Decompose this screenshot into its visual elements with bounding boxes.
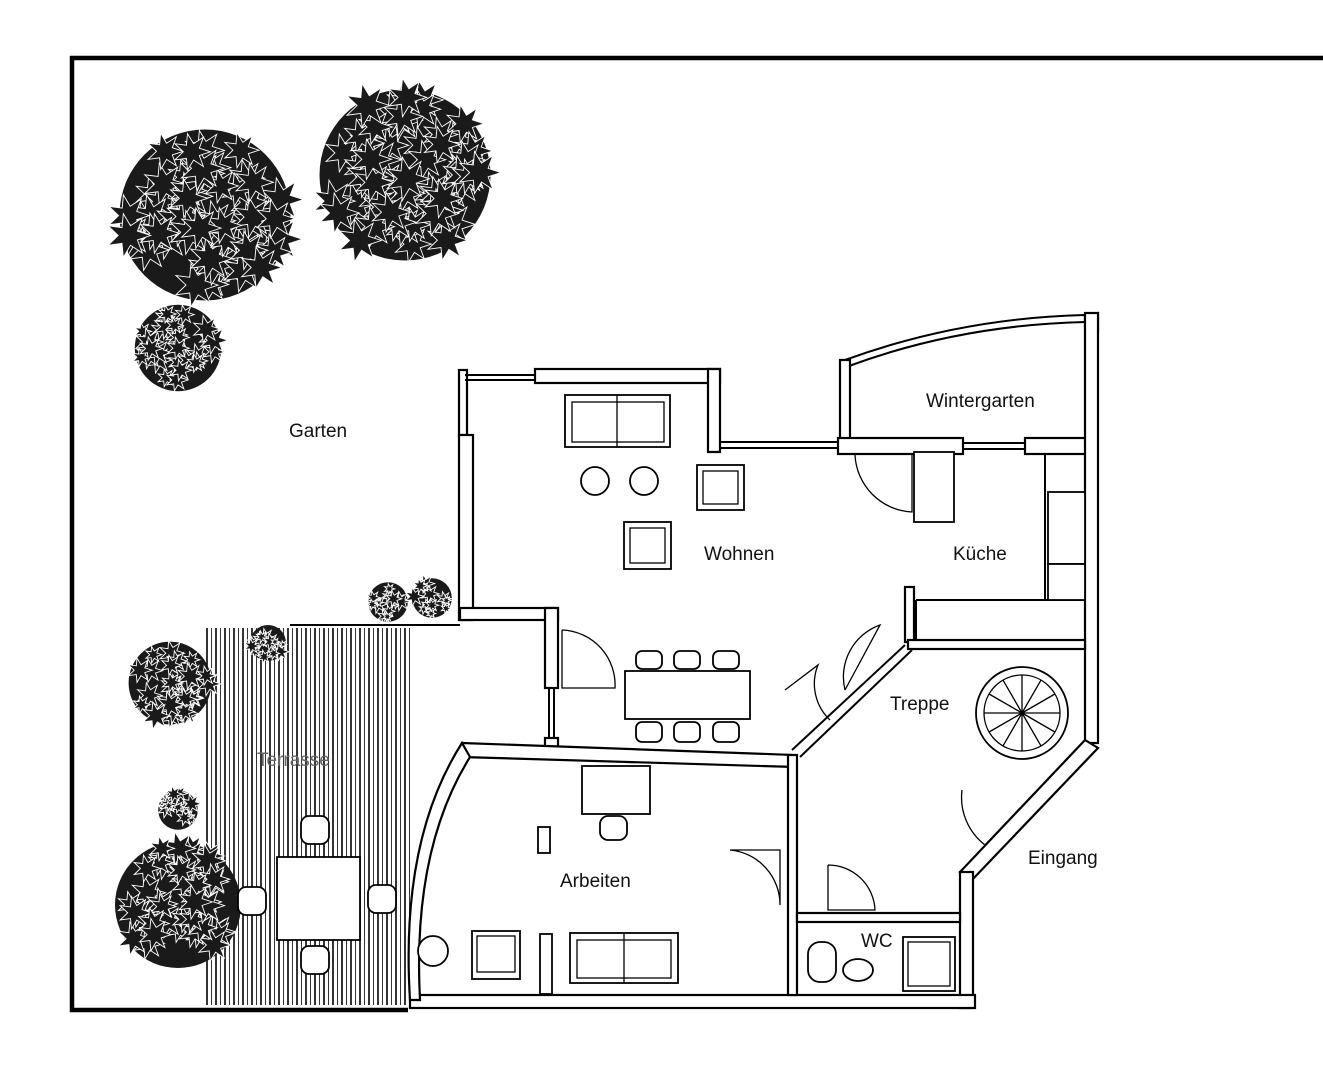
room-label-eingang: Eingang (1028, 848, 1098, 869)
walls (407, 311, 1100, 1010)
tree (115, 830, 241, 968)
stair-step (1021, 679, 1042, 714)
stair-step (1021, 712, 1042, 747)
room-label-wc: WC (861, 931, 893, 952)
room-label-garten: Garten (289, 421, 347, 442)
stair-step (1002, 712, 1023, 747)
tree (243, 625, 291, 665)
tree (404, 572, 453, 620)
stair-step (1021, 693, 1056, 714)
room-label-kueche: Küche (953, 544, 1007, 565)
tree (313, 76, 503, 264)
stair-step (1002, 679, 1023, 714)
terrace-deck (206, 624, 460, 1005)
trees (106, 76, 503, 968)
tree (156, 784, 203, 830)
room-label-wohnen: Wohnen (704, 544, 774, 565)
stair-step (1021, 712, 1056, 733)
property-boundary (69, 55, 1323, 1013)
room-label-wintergarten: Wintergarten (926, 391, 1035, 412)
room-label-terrasse: Terrasse (257, 750, 330, 771)
furniture (237, 394, 1069, 995)
room-label-arbeiten: Arbeiten (560, 871, 631, 892)
stair-step (988, 712, 1023, 733)
stair-step (988, 693, 1023, 714)
tree (106, 129, 305, 309)
room-label-treppe: Treppe (890, 694, 950, 715)
tree (131, 303, 230, 393)
tree (365, 582, 413, 625)
tree (127, 639, 223, 731)
doors (561, 454, 1021, 911)
